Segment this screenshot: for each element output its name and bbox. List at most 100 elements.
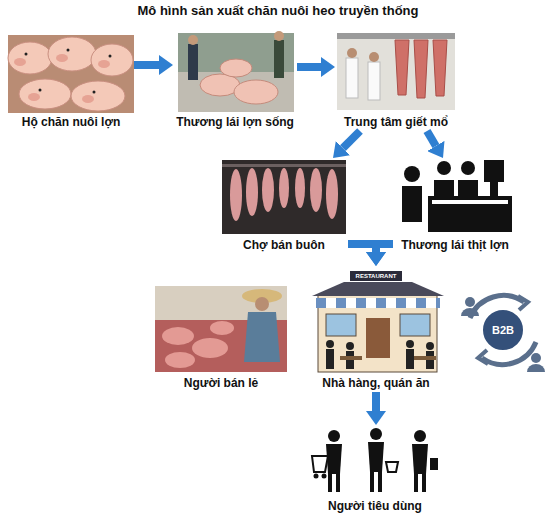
node-caption: Hộ chăn nuôi lợn bbox=[22, 115, 121, 131]
flow-arrow bbox=[134, 61, 159, 69]
illustration-part bbox=[370, 472, 374, 492]
pig-farm-photo bbox=[8, 35, 134, 113]
illustration-part bbox=[366, 298, 376, 308]
illustration-part bbox=[518, 296, 528, 310]
illustration-part bbox=[386, 462, 398, 472]
illustration-part bbox=[370, 428, 382, 440]
process-node: Thương lái lợn sống bbox=[173, 33, 297, 131]
illustration-part bbox=[395, 40, 409, 95]
illustration-part bbox=[369, 52, 379, 62]
node-caption: Nhà hàng, quán ăn bbox=[322, 376, 429, 392]
illustration-part bbox=[295, 168, 305, 208]
illustration-part bbox=[244, 312, 280, 362]
illustration-part bbox=[400, 314, 430, 336]
illustration-part bbox=[178, 33, 294, 112]
illustration-part bbox=[531, 353, 541, 363]
illustration-part bbox=[246, 168, 258, 216]
illustration-part bbox=[67, 49, 70, 52]
illustration-part bbox=[98, 60, 110, 68]
process-node: Thương lái thịt lợn bbox=[393, 158, 517, 254]
illustration-part bbox=[162, 321, 234, 368]
flow-arrow bbox=[376, 244, 393, 252]
illustration-part bbox=[312, 282, 444, 296]
node-caption: B2B bbox=[492, 323, 514, 337]
illustration-part bbox=[350, 271, 402, 281]
b2b-person-icon bbox=[461, 297, 545, 372]
illustration-part bbox=[162, 327, 194, 345]
illustration-part bbox=[412, 444, 428, 474]
illustration-part bbox=[14, 58, 26, 66]
illustration-part bbox=[262, 168, 274, 212]
illustration-part bbox=[490, 182, 498, 196]
illustration-part bbox=[336, 474, 340, 492]
illustration-part bbox=[346, 58, 358, 98]
illustration-part bbox=[274, 40, 284, 78]
illustration-part bbox=[368, 62, 380, 100]
node-caption: Trung tâm giết mổ bbox=[344, 115, 448, 131]
illustration-part bbox=[93, 91, 96, 94]
illustration-part bbox=[39, 89, 42, 92]
illustration-part bbox=[234, 80, 278, 104]
illustration-part bbox=[484, 160, 504, 182]
illustration-part bbox=[279, 168, 289, 208]
illustration-part bbox=[434, 180, 454, 196]
illustration-part bbox=[56, 54, 68, 62]
node-caption: Chợ bán buôn bbox=[243, 238, 325, 254]
illustration-part bbox=[458, 180, 478, 196]
restaurant-icon bbox=[312, 271, 444, 372]
consumers-icon bbox=[312, 428, 438, 492]
illustration-part bbox=[461, 161, 475, 175]
illustration-part bbox=[14, 54, 110, 103]
illustration-part bbox=[326, 340, 434, 369]
illustration-part bbox=[188, 35, 198, 45]
illustration-part bbox=[328, 474, 332, 492]
wholesale-market-photo bbox=[222, 160, 346, 234]
illustration-part bbox=[28, 93, 40, 101]
illustration-part bbox=[326, 349, 334, 369]
illustration-part bbox=[8, 42, 52, 74]
illustration-part bbox=[346, 298, 356, 308]
illustration-part bbox=[316, 298, 440, 308]
illustration-part bbox=[368, 442, 384, 472]
process-node: Người tiêu dùng bbox=[305, 425, 445, 515]
illustration-part bbox=[220, 59, 252, 77]
illustration-part bbox=[428, 196, 512, 232]
illustration-part bbox=[527, 364, 545, 372]
illustration-part bbox=[230, 168, 338, 221]
illustration-part bbox=[426, 298, 436, 308]
illustration-part bbox=[155, 286, 287, 372]
illustration-part bbox=[310, 168, 322, 212]
sign-text: RESTAURANT bbox=[350, 271, 402, 281]
illustration-part bbox=[414, 40, 428, 98]
process-node: Trung tâm giết mổ bbox=[335, 31, 457, 131]
illustration-part bbox=[91, 44, 133, 76]
b2b-circle: B2B bbox=[481, 308, 525, 352]
illustration-part bbox=[328, 430, 340, 442]
illustration-part bbox=[326, 169, 338, 219]
illustration-part bbox=[82, 95, 94, 103]
pork-trader-icon bbox=[402, 160, 512, 232]
illustration-part bbox=[347, 48, 379, 62]
illustration-part bbox=[366, 318, 390, 358]
illustration-part bbox=[316, 298, 440, 308]
illustration-part bbox=[414, 474, 418, 492]
illustration-part bbox=[48, 37, 96, 71]
illustration-part bbox=[314, 474, 319, 479]
illustration-part bbox=[386, 298, 396, 308]
live-pig-trader-photo bbox=[178, 31, 294, 112]
flow-arrow bbox=[343, 131, 360, 148]
illustration-part bbox=[8, 35, 134, 113]
illustration-part bbox=[422, 474, 426, 492]
illustration-part bbox=[326, 298, 336, 308]
illustration-part bbox=[222, 160, 346, 234]
illustration-part bbox=[430, 458, 438, 470]
process-node: Nhà hàng, quán ăn bbox=[300, 266, 452, 392]
process-node: Người bán lẻ bbox=[152, 284, 290, 392]
illustration-part bbox=[326, 340, 334, 348]
illustration-part bbox=[274, 31, 284, 41]
illustration-part bbox=[346, 342, 354, 350]
node-caption: Người tiêu dùng bbox=[328, 499, 422, 515]
